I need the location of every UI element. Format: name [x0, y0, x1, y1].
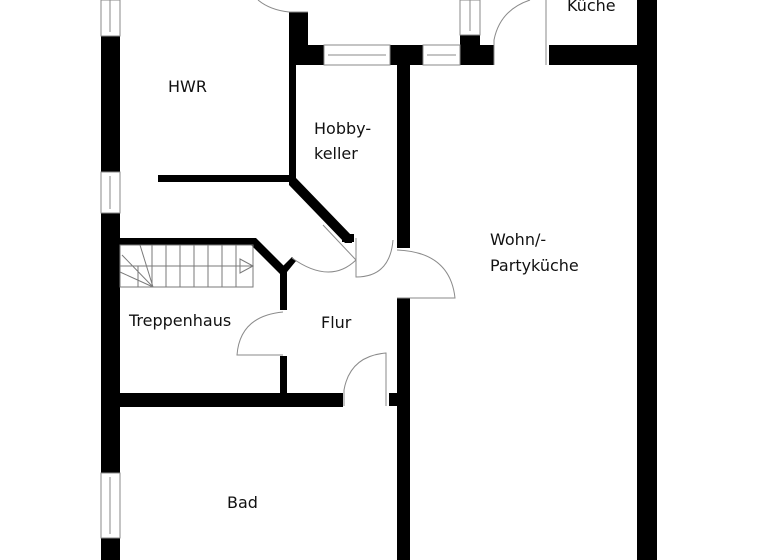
wall-stair-right-lower: [280, 356, 287, 396]
staircase: [119, 244, 255, 288]
door-hwr-top: [257, 0, 308, 13]
wall-stair-top: [120, 238, 252, 245]
room-label-wohn-1: Wohn/-: [490, 230, 546, 249]
wall-flur-door-stub: [389, 393, 399, 406]
stair-arrow-icon: [239, 258, 255, 274]
wall-hwr-partition: [158, 175, 294, 182]
door-treppenhaus: [236, 311, 284, 356]
door-bad: [343, 352, 387, 406]
wall-stair-right-upper: [280, 268, 287, 310]
door-kueche: [493, 0, 531, 65]
room-label-hwr: HWR: [168, 77, 207, 96]
doors: [236, 0, 547, 406]
wall-bad-top: [120, 393, 343, 407]
wall-left-upper: [101, 36, 120, 172]
wall-stair-diagonal: [250, 238, 286, 274]
door-hobby-arc: [291, 257, 357, 273]
door-wohn-inner: [355, 238, 394, 278]
room-label-kueche: Küche: [567, 0, 616, 15]
room-label-hobbykeller-1: Hobby-: [314, 119, 371, 138]
door-wohn: [396, 249, 456, 299]
wall-pier-top-left-foot: [289, 45, 324, 65]
door-hobby-leaf: [322, 224, 357, 261]
wall-hobby-door-stub: [342, 234, 354, 242]
wall-kueche-bottom: [549, 45, 639, 65]
wall-left-lower: [101, 538, 120, 560]
room-label-flur: Flur: [321, 313, 352, 332]
wall-pier-top-middle: [390, 45, 423, 65]
wall-right: [637, 0, 657, 560]
wall-wohn-left-lower: [397, 298, 410, 560]
windows: [100, 0, 481, 539]
room-label-treppenhaus: Treppenhaus: [128, 311, 231, 330]
wall-left-bad: [101, 393, 120, 473]
wall-wohn-left-upper: [397, 64, 410, 248]
room-label-bad: Bad: [227, 493, 258, 512]
wall-left-middle: [101, 213, 120, 393]
wall-hobby-left: [289, 64, 296, 180]
wall-diagonal-hobby: [289, 178, 352, 243]
room-labels: HWR Hobby- keller Küche Wohn/- Partyküch…: [128, 0, 616, 512]
wall-pier-top-right-foot: [460, 45, 494, 65]
walls: [101, 0, 657, 560]
room-label-hobbykeller-2: keller: [314, 144, 358, 163]
room-label-wohn-2: Partyküche: [490, 256, 579, 275]
